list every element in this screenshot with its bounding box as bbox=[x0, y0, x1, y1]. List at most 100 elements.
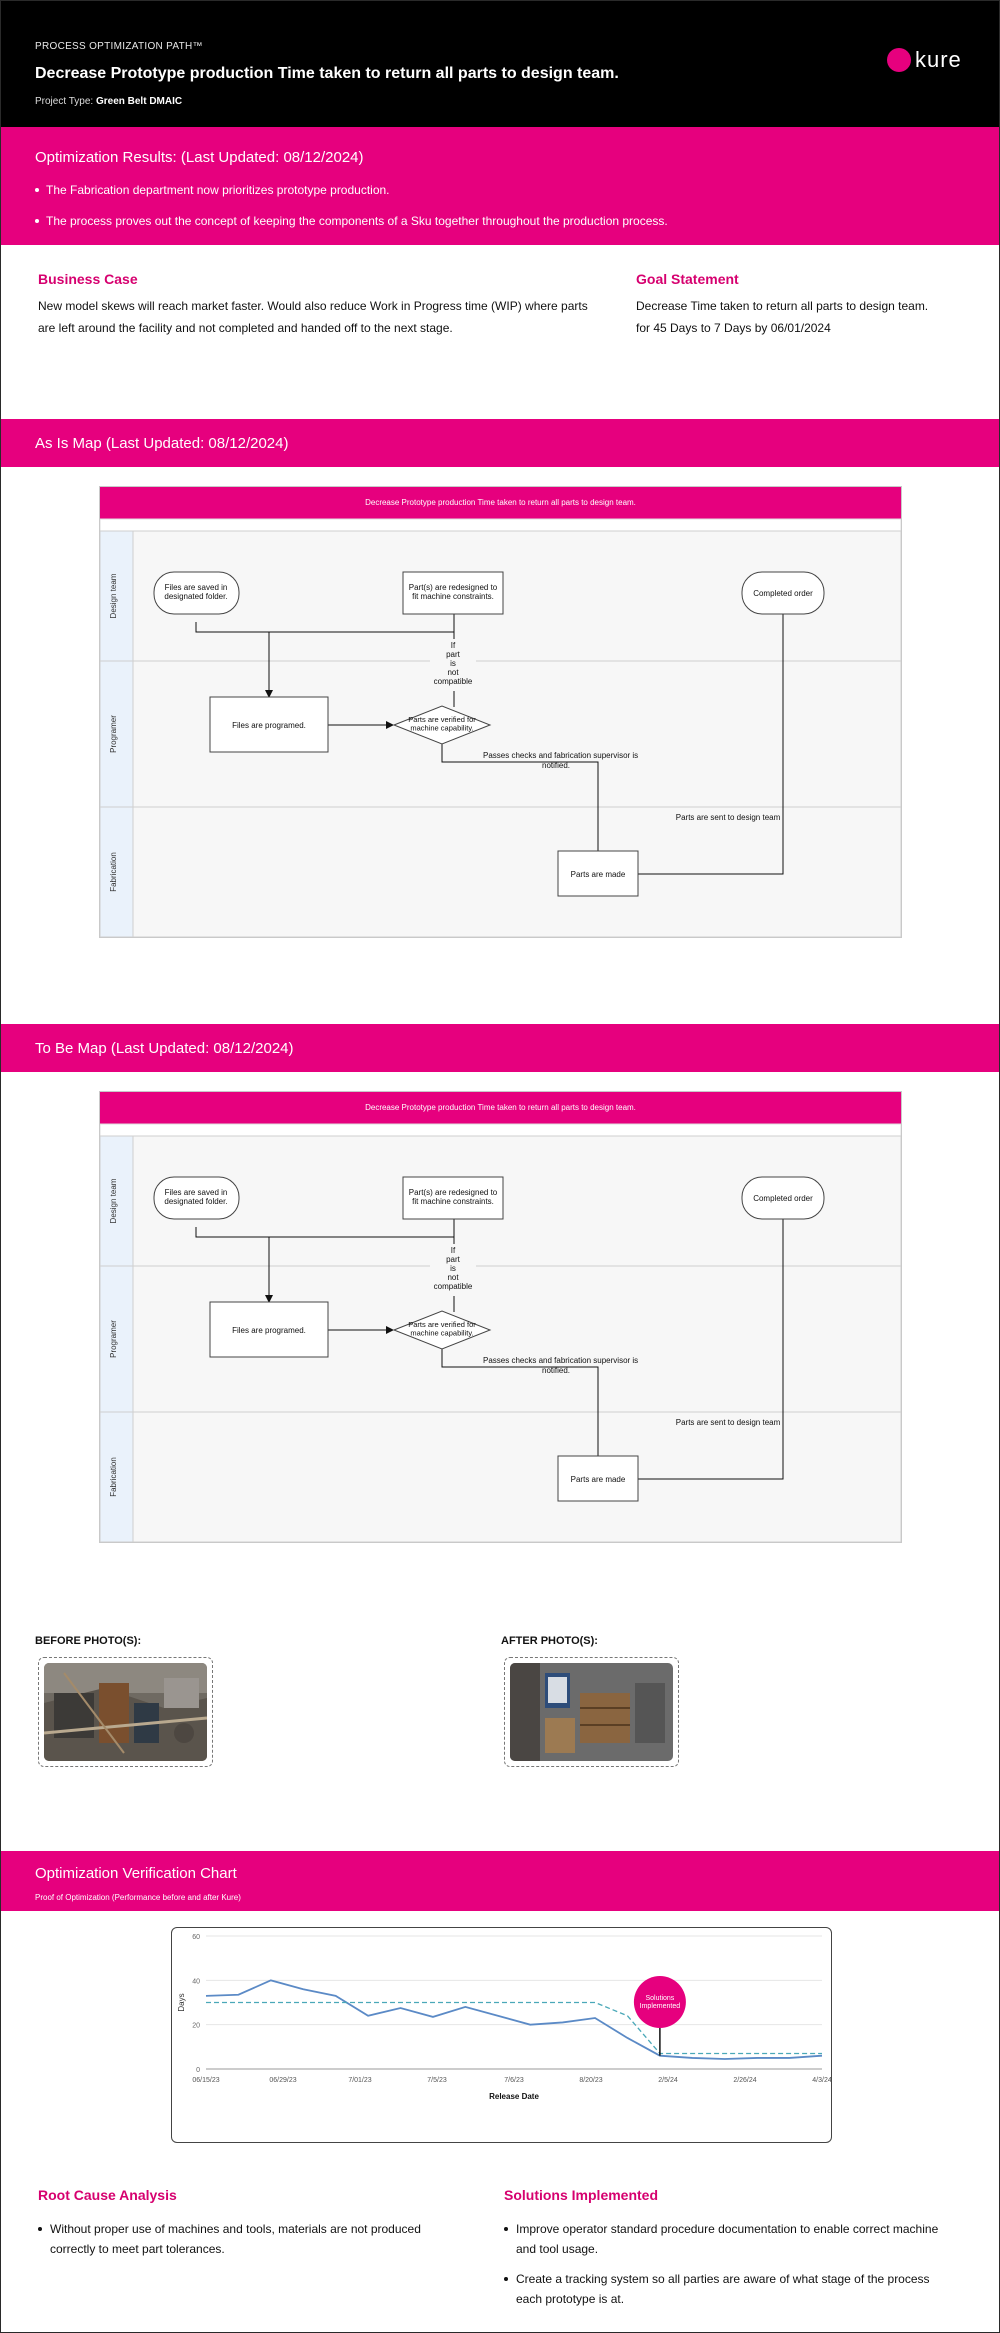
x-tick-label: 7/01/23 bbox=[348, 2077, 371, 2084]
node-completed bbox=[741, 1176, 825, 1220]
list-item: The Fabrication department now prioritiz… bbox=[35, 183, 668, 197]
label-parts-sent: Parts are sent to design team bbox=[676, 1418, 781, 1427]
connector-made-to-completed bbox=[638, 1177, 787, 1480]
y-tick-label: 60 bbox=[192, 1934, 200, 1941]
chart-grid bbox=[206, 1935, 822, 2070]
after-photo-frame[interactable] bbox=[504, 1657, 679, 1767]
path-label: PROCESS OPTIMIZATION PATH™ bbox=[35, 41, 203, 52]
to-be-band: To Be Map (Last Updated: 08/12/2024) bbox=[1, 1024, 999, 1072]
node-redesigned bbox=[402, 1176, 504, 1220]
business-case-title: Business Case bbox=[38, 271, 138, 287]
before-photo-frame[interactable] bbox=[38, 1657, 213, 1767]
label-parts-sent: Parts are sent to design team bbox=[676, 813, 781, 822]
node-made-label: Parts are made bbox=[571, 870, 626, 879]
before-photo-image bbox=[44, 1663, 207, 1761]
node-made bbox=[557, 850, 639, 897]
annotation-badge bbox=[633, 1976, 686, 2028]
before-photos-label: BEFORE PHOTO(S): bbox=[35, 1635, 142, 1647]
x-tick-label: 06/29/23 bbox=[269, 2077, 296, 2084]
after-photos-label: AFTER PHOTO(S): bbox=[501, 1635, 598, 1647]
swimlane: Fabrication bbox=[100, 1411, 901, 1542]
node-programed bbox=[209, 696, 329, 753]
node-completed-label: Completed order bbox=[753, 589, 813, 598]
x-tick-label: 2/5/24 bbox=[658, 2077, 678, 2084]
node-completed bbox=[741, 571, 825, 615]
x-tick-label: 7/5/23 bbox=[427, 2077, 447, 2084]
project-type-value: Green Belt DMAIC bbox=[95, 96, 183, 107]
series-line bbox=[206, 2001, 822, 2055]
swimlane: Fabrication bbox=[100, 806, 901, 937]
node-made bbox=[557, 1455, 639, 1502]
y-tick-label: 0 bbox=[196, 2067, 200, 2074]
x-tick-label: 06/15/23 bbox=[192, 2077, 219, 2084]
kure-logo: kure bbox=[887, 45, 962, 75]
y-tick-label: 20 bbox=[192, 2023, 200, 2030]
page-header: PROCESS OPTIMIZATION PATH™ Decrease Prot… bbox=[1, 1, 999, 127]
logo-dot-icon bbox=[887, 48, 911, 72]
node-verified bbox=[392, 1310, 492, 1350]
as-is-map-diagram: Decrease Prototype production Time taken… bbox=[99, 486, 902, 938]
to-be-map-diagram: Decrease Prototype production Time taken… bbox=[99, 1091, 902, 1543]
project-type-label: Project Type: bbox=[35, 96, 94, 107]
logo-text: kure bbox=[915, 47, 962, 72]
y-tick-label: 40 bbox=[192, 1978, 200, 1985]
verification-band: Optimization Verification Chart Proof of… bbox=[1, 1851, 999, 1911]
list-item: Improve operator standard procedure docu… bbox=[504, 2219, 944, 2259]
business-case-text: New model skews will reach market faster… bbox=[38, 299, 588, 335]
goal-statement-text: Decrease Time taken to return all parts … bbox=[636, 299, 929, 335]
y-axis-label: Days bbox=[177, 1993, 186, 2011]
diagram-header: Decrease Prototype production Time taken… bbox=[100, 487, 901, 519]
label-passes-checks-2: notified. bbox=[542, 1366, 570, 1375]
goal-statement-title: Goal Statement bbox=[636, 271, 739, 287]
lane-label: Design team bbox=[109, 573, 118, 618]
verification-title: Optimization Verification Chart bbox=[35, 1865, 237, 1882]
x-axis-label: Release Date bbox=[489, 2092, 539, 2101]
lane-label: Programer bbox=[109, 1320, 118, 1358]
node-files-saved bbox=[153, 571, 240, 615]
node-programed-label: Files are programed. bbox=[232, 721, 306, 730]
page-title: Decrease Prototype production Time taken… bbox=[35, 65, 619, 82]
node-programed-label: Files are programed. bbox=[232, 1326, 306, 1335]
x-tick-label: 2/26/24 bbox=[733, 2077, 756, 2084]
node-verified bbox=[392, 705, 492, 745]
lane-label: Fabrication bbox=[109, 1457, 118, 1497]
diagram-header: Decrease Prototype production Time taken… bbox=[100, 1092, 901, 1124]
as-is-band: As Is Map (Last Updated: 08/12/2024) bbox=[1, 419, 999, 467]
connector-verify-to-made bbox=[441, 743, 602, 868]
results-list: The Fabrication department now prioritiz… bbox=[35, 183, 668, 245]
solutions-list: Improve operator standard procedure docu… bbox=[504, 2219, 944, 2319]
results-title: Optimization Results: (Last Updated: 08/… bbox=[35, 149, 364, 166]
after-photo-image bbox=[510, 1663, 673, 1761]
to-be-title: To Be Map (Last Updated: 08/12/2024) bbox=[35, 1040, 294, 1057]
lane-label: Programer bbox=[109, 715, 118, 753]
list-item: Without proper use of machines and tools… bbox=[38, 2219, 468, 2259]
node-made-label: Parts are made bbox=[571, 1475, 626, 1484]
x-tick-label: 8/20/23 bbox=[579, 2077, 602, 2084]
connector-verify-to-made bbox=[441, 1348, 602, 1473]
root-cause-list: Without proper use of machines and tools… bbox=[38, 2219, 468, 2269]
node-files-saved bbox=[153, 1176, 240, 1220]
as-is-title: As Is Map (Last Updated: 08/12/2024) bbox=[35, 435, 289, 452]
lane-label: Design team bbox=[109, 1178, 118, 1223]
verification-subtitle: Proof of Optimization (Performance befor… bbox=[35, 1893, 241, 1902]
label-passes-checks-2: notified. bbox=[542, 761, 570, 770]
label-passes-checks: Passes checks and fabrication supervisor… bbox=[483, 751, 638, 760]
solutions-title: Solutions Implemented bbox=[504, 2187, 659, 2203]
x-tick-label: 7/6/23 bbox=[504, 2077, 524, 2084]
project-type: Project Type: Green Belt DMAIC bbox=[35, 96, 182, 107]
list-item: Create a tracking system so all parties … bbox=[504, 2269, 944, 2309]
